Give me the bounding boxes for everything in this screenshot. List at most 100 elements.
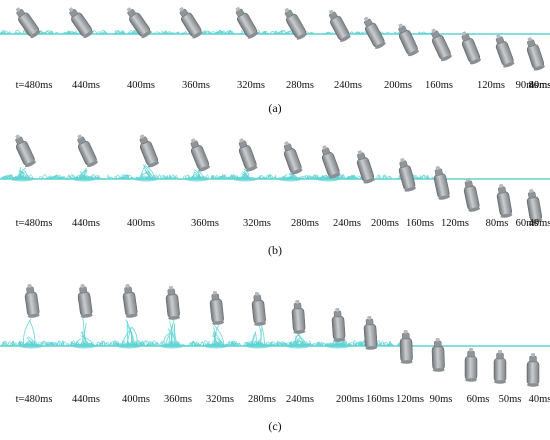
projectile-body [126,7,152,39]
projectile-body [139,134,160,168]
projectile-body [179,7,203,39]
time-label: t=480ms [16,218,53,229]
time-label: 360ms [182,80,210,91]
panel-1: t=480ms 440ms 400ms 360ms 320ms 280ms 240ms 200… [0,134,550,257]
time-label: 200ms [336,394,364,405]
time-label: 280ms [248,394,276,405]
projectile-body [398,158,416,192]
time-label: 200ms [384,80,412,91]
time-label: 240ms [286,394,314,405]
projectile-body [251,291,267,326]
time-label: t=480ms [16,394,53,405]
projectile-body [331,307,346,342]
water-plume [19,318,43,349]
time-label: 120ms [441,218,469,229]
water-plume [134,164,158,182]
projectile-body [431,337,445,372]
projectile-body [495,34,515,68]
projectile-body [291,299,306,334]
time-label: 320ms [237,80,265,91]
time-label: 40ms [529,394,550,405]
projectile-body [24,283,40,318]
projectile-body [464,348,478,382]
time-label: 320ms [206,394,234,405]
time-label: 90ms [516,80,539,91]
projectile-body [363,16,386,49]
projectile-body [526,353,540,387]
time-label: 280ms [291,218,319,229]
water-plume [72,168,96,182]
projectile-body [122,283,138,318]
time-label: 240ms [334,80,362,91]
time-label: 360ms [164,394,192,405]
projectile-body [77,134,98,168]
projectile-body [433,166,451,200]
time-label: 440ms [72,80,100,91]
projectile-body [526,188,543,223]
time-label: 160ms [366,394,394,405]
time-label: 80ms [486,218,509,229]
time-label: 40ms [529,80,550,91]
projectile-body [190,138,211,172]
time-label: 440ms [72,218,100,229]
panel-caption: (a) [268,101,281,115]
water-plume [185,168,209,182]
time-label: 240ms [333,218,361,229]
projectile-body [493,350,507,384]
time-label: 400ms [122,394,150,405]
water-plume [72,316,96,349]
time-label: 400ms [127,218,155,229]
time-label: 320ms [243,218,271,229]
projectile-body [398,23,419,57]
time-label: 40ms [529,218,550,229]
projectile-body [235,6,259,39]
panel-caption: (b) [268,243,282,257]
projectile-body [283,141,303,175]
projectile-body [461,31,482,65]
projectile-body [321,145,341,179]
water-plume [246,322,270,349]
projectile-body [526,37,545,71]
panel-0: t=480ms 440ms 400ms 360ms 320ms 280ms 240ms 200… [0,6,550,115]
projectile-body [209,290,225,325]
time-label: 160ms [406,218,434,229]
time-label: 160ms [425,80,453,91]
time-label: 50ms [499,394,522,405]
time-label: 280ms [286,80,314,91]
time-label: 80ms [529,80,550,91]
projectile-body [328,9,351,42]
time-label: 360ms [191,218,219,229]
time-label: 120ms [477,80,505,91]
projectile-body [431,28,452,62]
water-plume [278,171,302,182]
water-plume [326,339,350,349]
time-label: 440ms [72,394,100,405]
panel-caption: (c) [268,419,281,433]
projectile-body [15,134,36,168]
panel-2: t=480ms 440ms 400ms 360ms 320ms 280ms 240ms 200… [0,283,550,433]
projectile-body [165,285,181,320]
time-label: 120ms [396,394,424,405]
water-plume [160,317,184,349]
projectile-body [496,183,513,218]
time-label: 90ms [430,394,453,405]
water-plume [233,168,257,182]
projectile-body [15,7,41,39]
water-plume [286,333,310,349]
projectile-body [399,329,413,364]
projectile-body [238,138,258,172]
time-label: 60ms [516,218,539,229]
time-label: 60ms [467,394,490,405]
time-label: 200ms [371,218,399,229]
water-plume [10,167,34,182]
projectile-body [363,315,378,350]
water-plume [204,323,228,349]
time-label: t=480ms [16,80,53,91]
projectile-body [68,7,94,39]
water-plume [117,319,141,349]
projectile-body [77,283,93,318]
time-label: 400ms [127,80,155,91]
projectile-body [284,7,308,40]
projectile-body [463,178,481,212]
projectile-body [356,150,375,184]
